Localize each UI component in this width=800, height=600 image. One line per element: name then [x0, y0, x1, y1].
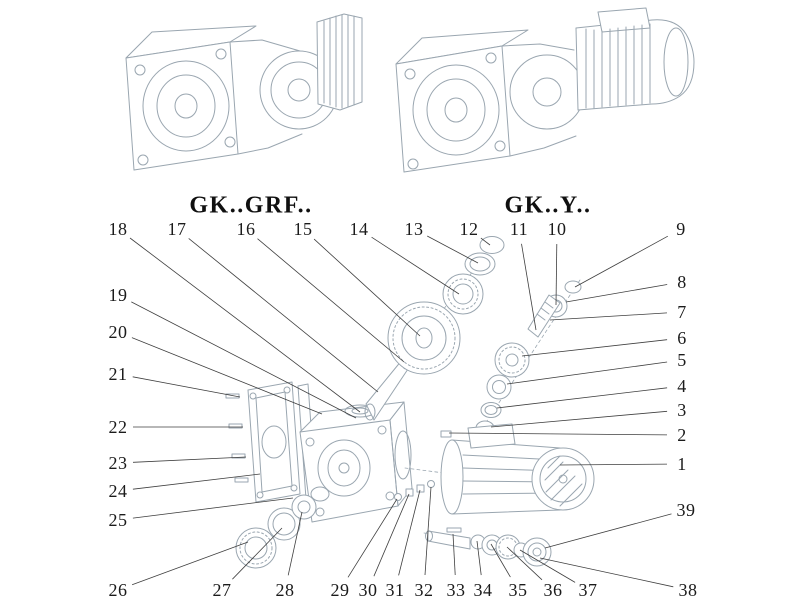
part-number-32: 32	[414, 580, 434, 600]
part-number-21: 21	[108, 364, 128, 384]
part-number-30: 30	[358, 580, 378, 600]
small-fasteners	[394, 480, 435, 501]
part-number-19: 19	[108, 285, 128, 305]
leader-line-33	[452, 533, 456, 576]
part-number-22: 22	[108, 417, 128, 437]
part-number-26: 26	[108, 580, 128, 600]
part-number-13: 13	[404, 219, 424, 239]
part-number-28: 28	[275, 580, 295, 600]
part-number-36: 36	[543, 580, 563, 600]
leader-line-11	[521, 243, 537, 331]
part-number-17: 17	[167, 219, 187, 239]
leader-line-29	[347, 498, 398, 578]
part-number-18: 18	[108, 219, 128, 239]
part-number-9: 9	[676, 219, 686, 239]
part-number-34: 34	[473, 580, 493, 600]
part-number-12: 12	[459, 219, 479, 239]
leader-line-39	[544, 513, 672, 549]
leader-line-3	[490, 410, 668, 428]
leader-line-23	[132, 456, 247, 463]
part-number-15: 15	[293, 219, 313, 239]
leader-line-24	[132, 473, 261, 490]
part-number-35: 35	[508, 580, 528, 600]
part-number-31: 31	[385, 580, 405, 600]
pinion-assembly	[475, 280, 582, 436]
leader-line-36	[506, 546, 543, 581]
leader-line-16	[257, 238, 405, 363]
leader-line-28	[287, 511, 303, 576]
mounting-screws	[225, 393, 249, 483]
part-number-38: 38	[678, 580, 698, 600]
leader-line-2	[448, 432, 668, 436]
part-number-6: 6	[677, 328, 687, 348]
leader-line-6	[521, 339, 668, 357]
motor-bolt	[440, 430, 452, 438]
leader-line-38	[539, 557, 674, 588]
leader-line-19	[131, 301, 357, 419]
part-number-37: 37	[578, 580, 598, 600]
part-number-39: 39	[676, 500, 696, 520]
leader-line-13	[427, 235, 479, 264]
leader-line-37	[519, 549, 576, 583]
upper-bearing-set	[442, 236, 505, 315]
leader-line-35	[490, 543, 511, 578]
output-bearing-set	[235, 486, 330, 569]
part-number-4: 4	[677, 376, 687, 396]
leader-line-8	[565, 284, 668, 303]
leader-line-34	[476, 540, 482, 576]
part-number-10: 10	[547, 219, 567, 239]
part-number-25: 25	[108, 510, 128, 530]
part-number-16: 16	[236, 219, 256, 239]
part-number-14: 14	[349, 219, 369, 239]
part-number-7: 7	[677, 302, 687, 322]
leader-line-1	[559, 463, 668, 466]
part-number-5: 5	[677, 350, 687, 370]
part-number-8: 8	[677, 272, 687, 292]
leader-line-31	[398, 489, 421, 576]
part-number-2: 2	[677, 425, 687, 445]
large-gear	[387, 301, 461, 375]
part-number-24: 24	[108, 481, 128, 501]
part-number-1: 1	[677, 454, 687, 474]
gearmotor-drawing-gky	[395, 7, 695, 173]
leader-line-4	[496, 387, 668, 409]
leader-line-14	[371, 236, 460, 295]
part-number-23: 23	[108, 453, 128, 473]
leader-line-30	[373, 493, 410, 577]
leader-line-32	[424, 486, 432, 576]
leader-line-12	[480, 237, 491, 246]
part-number-29: 29	[330, 580, 350, 600]
leader-line-20	[131, 337, 323, 415]
leader-line-15	[313, 238, 421, 337]
leader-line-21	[132, 376, 241, 398]
part-number-20: 20	[108, 322, 128, 342]
part-number-33: 33	[446, 580, 466, 600]
leader-line-25	[132, 497, 294, 519]
leader-line-27	[232, 527, 283, 580]
flange-plate	[247, 381, 301, 503]
leader-line-18	[129, 237, 361, 413]
part-number-3: 3	[677, 400, 687, 420]
model-label-gk-grf: GK..GRF..	[189, 192, 313, 219]
motor	[440, 423, 595, 515]
leader-line-9	[574, 235, 668, 288]
leader-line-10	[555, 243, 558, 306]
leader-line-5	[506, 361, 668, 385]
leader-line-26	[131, 541, 249, 586]
part-number-27: 27	[212, 580, 232, 600]
part-number-11: 11	[509, 219, 529, 239]
model-label-gk-y: GK..Y..	[504, 192, 592, 219]
gearbox-drawing-gkgrf	[125, 13, 363, 171]
leader-line-7	[549, 312, 668, 321]
leader-line-17	[188, 238, 379, 393]
